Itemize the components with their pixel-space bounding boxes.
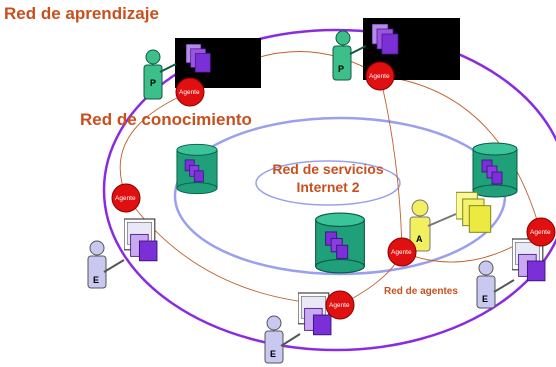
professor-figure-2: P: [332, 30, 367, 81]
svg-text:Agente: Agente: [530, 229, 551, 236]
knowledge-network-title: Red de conocimiento: [80, 110, 252, 129]
repository-right: [472, 142, 518, 198]
agent-node: Agente: [111, 183, 141, 213]
agent-node: Agente: [175, 77, 205, 107]
student-bottom: E: [264, 292, 332, 364]
learning-network-ring: [102, 28, 556, 352]
svg-text:Agente: Agente: [329, 302, 350, 309]
agent-node: Agente: [325, 290, 355, 320]
student-letter: E: [93, 275, 99, 285]
agent-node: Agente: [387, 237, 417, 267]
repository-left: [176, 143, 218, 195]
services-network-ring: [255, 160, 401, 206]
svg-text:Agente: Agente: [179, 89, 200, 96]
services-network-label: Red de servicios: [272, 161, 384, 177]
agents-network-title: Red de agentes: [384, 286, 458, 297]
student-left: E: [87, 218, 158, 289]
agent-person: A: [409, 191, 492, 252]
student-letter: E: [270, 349, 276, 359]
agent-node: Agente: [365, 61, 395, 91]
svg-text:Agente: Agente: [115, 195, 136, 202]
agent-node: Agente: [526, 217, 556, 247]
internet2-label: Internet 2: [296, 179, 360, 195]
agent-letter: A: [416, 234, 423, 244]
svg-text:Agente: Agente: [391, 249, 412, 256]
professor-letter: P: [338, 64, 344, 74]
repository-center: [314, 212, 366, 274]
professor-figure-1: P: [143, 49, 177, 100]
services-network-title: Red de servicios Internet 2: [268, 160, 388, 196]
student-letter: E: [482, 294, 488, 304]
svg-text:Agente: Agente: [369, 73, 390, 80]
professor-letter: P: [150, 78, 156, 88]
learning-network-title: Red de aprendizaje: [4, 4, 159, 23]
student-right: E: [476, 238, 546, 309]
